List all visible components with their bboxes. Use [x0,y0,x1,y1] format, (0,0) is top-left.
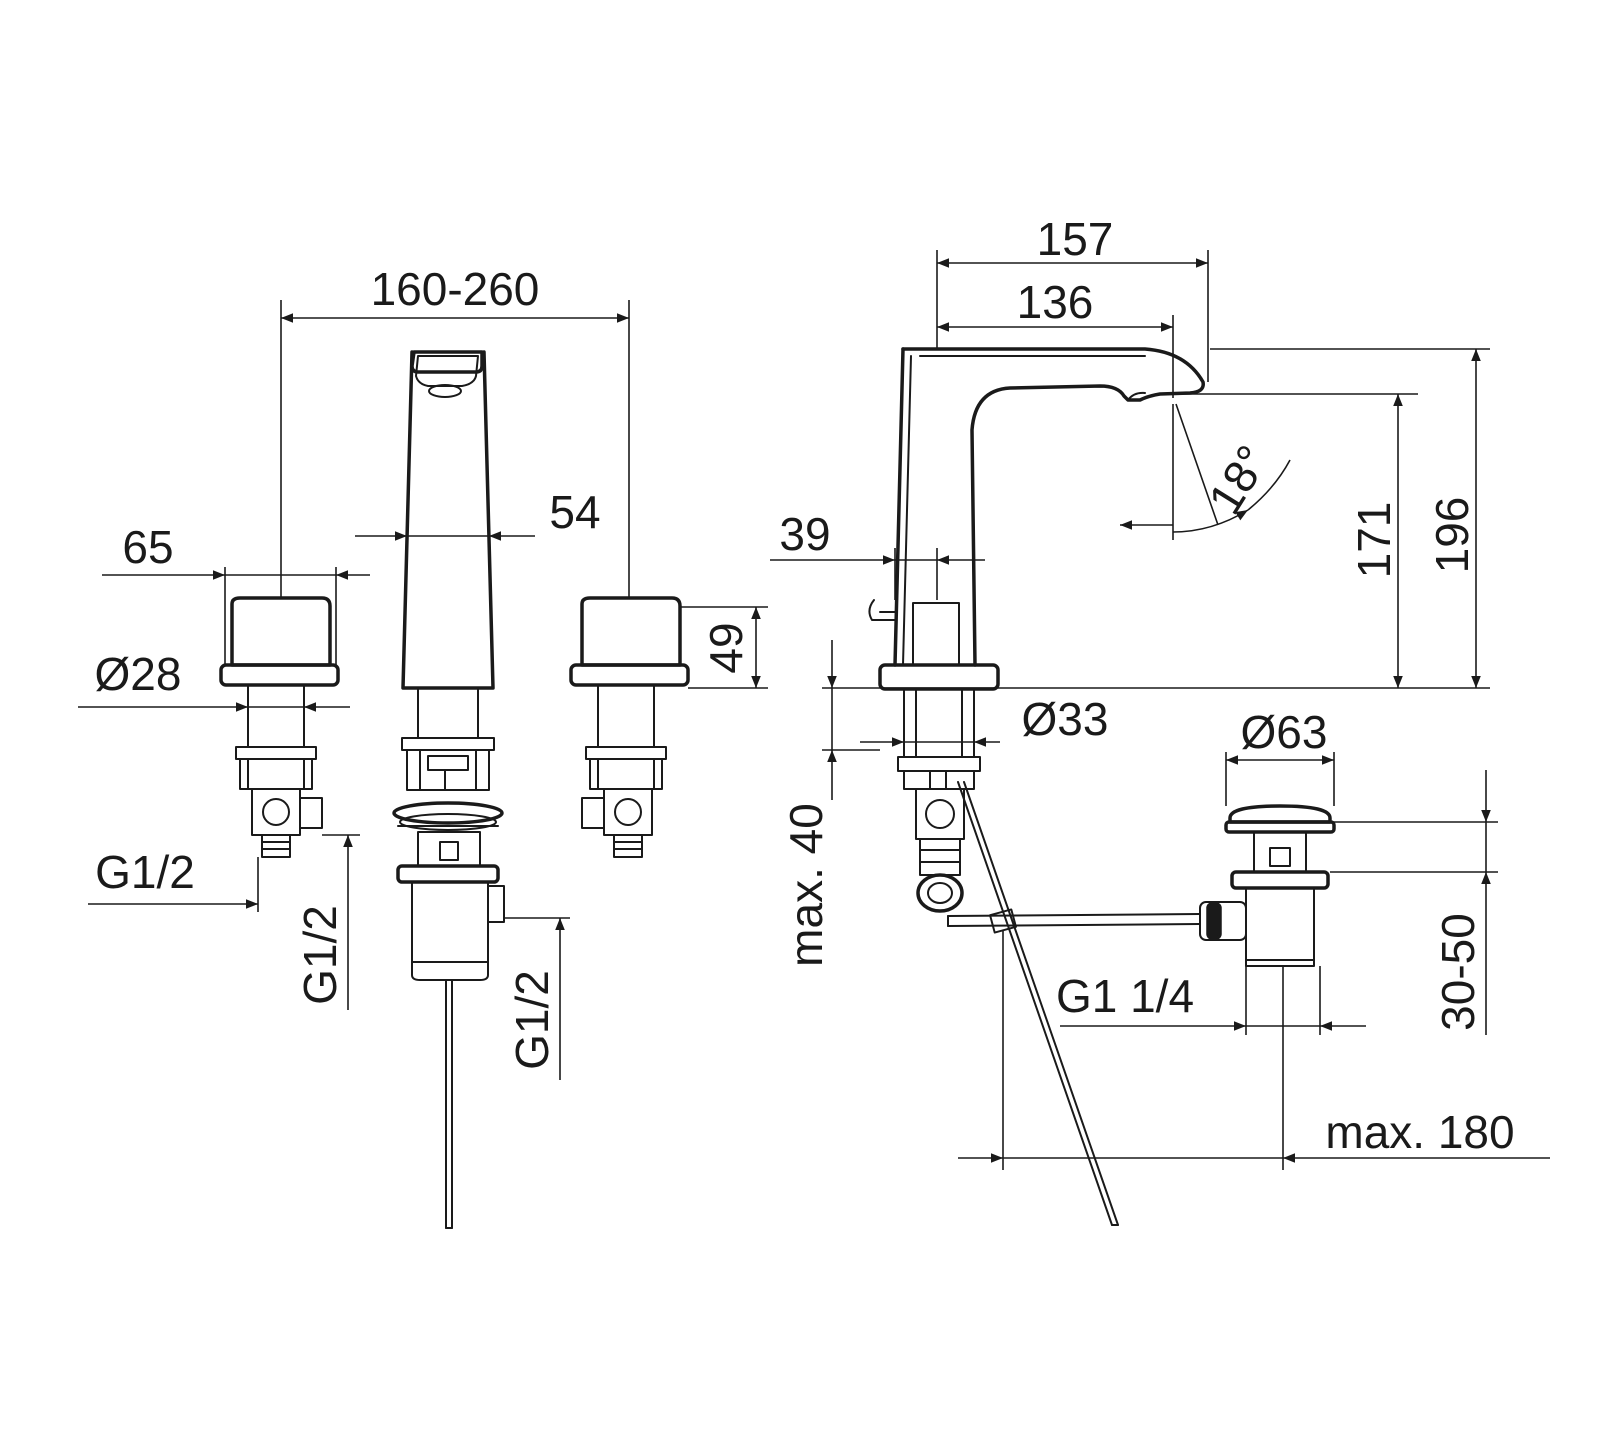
dim-drain-thread: G1 1/4 [1056,966,1366,1035]
label-connection-mid: G1/2 [294,905,346,1005]
dim-handle-spacing: 65 [102,521,370,665]
dim-connection-drain: G1/2 [504,917,570,1080]
dim-spout-length-outer: 157 [936,213,1209,382]
label-spout-angle: 18° [1198,436,1279,523]
dim-heights: 171 196 [822,348,1490,689]
dim-spout-base-offset: 39 [770,508,985,600]
dim-spout-length-inner: 136 [937,276,1174,398]
dim-base-diameter: Ø33 [860,693,1109,747]
label-total-height: 196 [1426,497,1478,574]
label-outlet-height: 171 [1348,502,1400,579]
front-view: 160-260 65 54 Ø28 [78,263,768,1229]
dim-handle-height: 49 [680,606,768,689]
label-spout-length-inner: 136 [1017,276,1094,328]
label-width-range: 160-260 [371,263,540,315]
label-spout-length-outer: 157 [1037,213,1114,265]
label-spout-width: 54 [549,486,600,538]
spout-side [868,347,1205,691]
label-spout-base-offset: 39 [779,508,830,560]
dim-connection-left: G1/2 G1/2 [88,834,360,1010]
dim-deck-thickness: max. 40 [780,640,880,967]
label-connection-left: G1/2 [95,846,195,898]
dim-width-range: 160-260 [280,263,630,598]
side-view: 157 136 18° 39 [770,213,1550,1226]
label-handle-height: 49 [700,622,752,673]
dim-spout-width: 54 [355,486,601,541]
spout-front [392,350,505,1229]
dim-drain-diameter: Ø63 [1225,706,1335,806]
left-handle [219,596,340,858]
label-base-diameter: Ø33 [1022,693,1109,745]
label-drain-diameter: Ø63 [1241,706,1328,758]
label-drain-adjust: 30-50 [1432,913,1484,1031]
dim-drain-adjust: 30-50 [1330,770,1498,1035]
dim-spout-angle: 18° [1120,403,1291,540]
label-handle-spacing: 65 [122,521,173,573]
right-handle [569,596,690,858]
side-underdeck [897,688,1201,1226]
dim-handle-diameter: Ø28 [78,648,350,715]
label-deck-thickness: max. 40 [780,803,832,967]
drain [1199,804,1336,967]
label-connection-right: G1/2 [506,970,558,1070]
label-drain-thread: G1 1/4 [1056,970,1194,1022]
label-pull-rod-reach: max. 180 [1325,1106,1514,1158]
label-handle-diameter: Ø28 [95,648,182,700]
dim-pull-rod-reach: max. 180 [958,930,1550,1170]
